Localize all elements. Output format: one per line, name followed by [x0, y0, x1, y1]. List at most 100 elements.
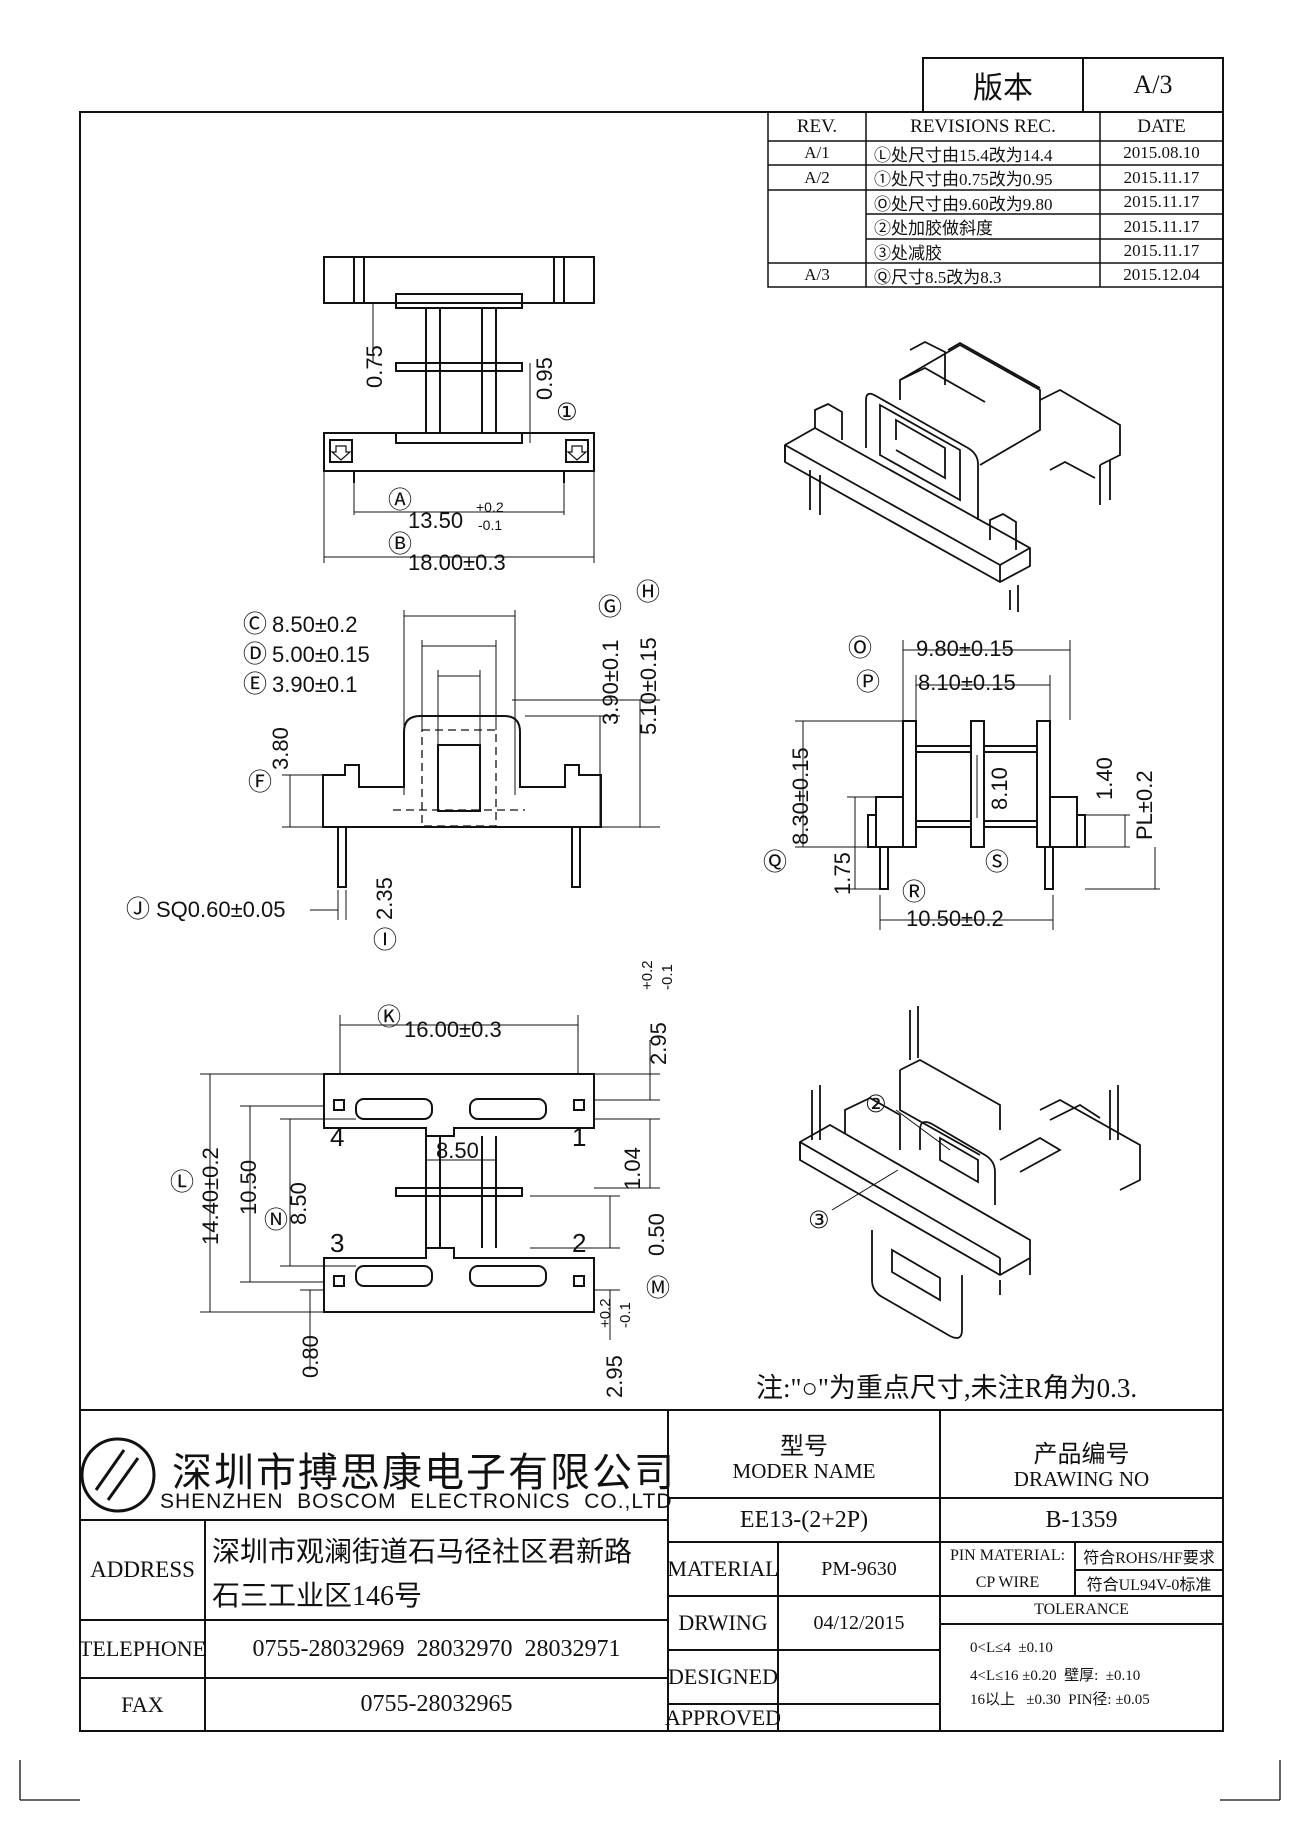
- side-view-drawing: [795, 640, 1160, 930]
- dim-2.35: 2.35: [372, 877, 397, 920]
- drawing-no-label-en: DRAWING NO: [1013, 1466, 1150, 1491]
- material-value: PM-9630: [821, 1557, 897, 1580]
- rev-row-6-rev: A/3: [804, 265, 830, 284]
- callout-D: Ⓓ: [243, 641, 267, 668]
- dim-16.00: 16.00±0.3: [404, 1017, 502, 1042]
- callout-H: Ⓗ: [636, 579, 660, 606]
- tolerance-label: TOLERANCE: [1034, 1601, 1129, 1618]
- rev-row-1-rev: A/1: [804, 143, 830, 162]
- isometric-view-top: [784, 340, 1121, 612]
- rev-row-3-date: 2015.11.17: [1123, 192, 1200, 211]
- designed-label: DESIGNED: [668, 1664, 778, 1689]
- title-block-grid: [80, 1409, 1223, 1731]
- rev-row-4-rev: [768, 214, 866, 239]
- pin-number-4: 4: [330, 1122, 344, 1152]
- dim-3.80: 3.80: [268, 727, 293, 770]
- callout-1: ①: [556, 399, 578, 426]
- callout-3: ③: [808, 1207, 830, 1234]
- dim-2.95-tol-up: +0.2: [639, 960, 656, 990]
- pin-material-label: PIN MATERIAL:: [949, 1547, 1066, 1564]
- rev-header-date: DATE: [1137, 115, 1186, 137]
- callout-L: Ⓛ: [170, 1169, 194, 1196]
- revisions-table-grid: [767, 111, 1224, 288]
- dim-8.50-b: 8.50: [286, 1182, 311, 1225]
- dim-2.95-b: 2.95: [602, 1355, 627, 1398]
- dim-2.95-b-tol-up: +0.2: [597, 1298, 614, 1328]
- dim-3.90-b: 3.90±0.1: [598, 640, 623, 725]
- dim-1.40: 1.40: [1092, 757, 1117, 800]
- callout-M: Ⓜ: [646, 1275, 670, 1302]
- callout-N: Ⓝ: [264, 1207, 288, 1234]
- dim-9.80: 9.80±0.15: [916, 636, 1014, 661]
- dim-0.95: 0.95: [532, 357, 557, 400]
- model-value: EE13-(2+2P): [739, 1506, 869, 1533]
- company-name-en: SHENZHEN BOSCOM ELECTRONICS CO.,LTD: [160, 1490, 673, 1513]
- callout-Q: Ⓠ: [763, 849, 787, 876]
- address-line-2: 石三工业区146号: [212, 1581, 423, 1612]
- version-value: A/3: [1133, 70, 1173, 99]
- rev-row-6-rec: Ⓠ尺寸8.5改为8.3: [874, 267, 1002, 287]
- callout-R: Ⓡ: [902, 879, 926, 906]
- dim-0.50: 0.50: [644, 1213, 669, 1256]
- dim-1.75: 1.75: [830, 852, 855, 895]
- callout-K: Ⓚ: [377, 1004, 401, 1031]
- dim-PL: PL±0.2: [1132, 770, 1157, 840]
- callout-O: Ⓞ: [848, 635, 872, 662]
- drawing-date-label: DRWING: [678, 1610, 768, 1635]
- company-name-cn: 深圳市搏思康电子有限公司: [172, 1450, 676, 1495]
- dim-8.10: 8.10±0.15: [918, 670, 1016, 695]
- dim-13.50: 13.50: [408, 508, 463, 533]
- model-label-en: MODER NAME: [732, 1458, 876, 1483]
- address-label: ADDRESS: [90, 1557, 195, 1582]
- address-line-1: 深圳市观澜街道石马径社区君新路: [212, 1537, 633, 1568]
- rev-header-rec: REVISIONS REC.: [910, 115, 1056, 137]
- rev-row-5-rev: [768, 239, 866, 263]
- dim-18.00: 18.00±0.3: [408, 550, 506, 575]
- fax-label: FAX: [121, 1691, 164, 1717]
- outer-frame: [79, 111, 1224, 1732]
- drawing-no-label-cn: 产品编号: [1033, 1441, 1130, 1468]
- pin-number-1: 1: [572, 1122, 586, 1152]
- rev-row-3-rec: Ⓞ处尺寸由9.60改为9.80: [874, 194, 1053, 214]
- drawing-note: 注:"○"为重点尺寸,未注R角为0.3.: [756, 1373, 1138, 1403]
- dim-13.50-tol-down: -0.1: [478, 517, 502, 533]
- top-view-drawing: [323, 256, 595, 563]
- isometric-view-bottom: [799, 1006, 1141, 1339]
- dim-sq0.60: SQ0.60±0.05: [156, 897, 286, 922]
- tolerance-line-3: 16以上 ±0.30 PIN径: ±0.05: [970, 1692, 1150, 1708]
- rev-header-rev: REV.: [796, 115, 838, 137]
- dim-2.95: 2.95: [646, 1022, 671, 1065]
- approved-label: APPROVED: [664, 1704, 782, 1730]
- rev-row-1-rec: Ⓛ处尺寸由15.4改为14.4: [874, 145, 1053, 165]
- rev-row-4-date: 2015.11.17: [1123, 216, 1200, 236]
- dim-0.80: 0.80: [298, 1335, 323, 1378]
- company-logo: [80, 1437, 156, 1513]
- fax-value: 0755-28032965: [360, 1691, 513, 1717]
- cp-wire-value: 符合UL94V-0标准: [1086, 1577, 1212, 1594]
- dim-2.95-b-tol-down: -0.1: [617, 1302, 634, 1328]
- callout-P: Ⓟ: [856, 669, 880, 696]
- rev-row-2-rev: A/2: [804, 167, 830, 187]
- dim-5.00: 5.00±0.15: [272, 642, 370, 667]
- rev-row-5-rec: ③处减胶: [874, 243, 942, 263]
- telephone-value: 0755-28032969 28032970 28032971: [252, 1635, 621, 1662]
- pin-material-value: 符合ROHS/HF要求: [1083, 1550, 1215, 1567]
- dim-2.95-tol-down: -0.1: [659, 964, 676, 990]
- dim-1.04: 1.04: [620, 1147, 645, 1190]
- dim-10.50: 10.50±0.2: [906, 906, 1004, 931]
- callout-J: Ⓙ: [126, 896, 150, 923]
- rev-row-5-date: 2015.11.17: [1123, 241, 1200, 260]
- rev-row-4-rec: ②处加胶做斜度: [874, 219, 993, 238]
- dim-8.10-b: 8.10: [987, 767, 1012, 810]
- callout-S: Ⓢ: [985, 849, 1009, 876]
- dim-0.75: 0.75: [362, 345, 387, 388]
- rev-row-2-date: 2015.11.17: [1123, 167, 1200, 187]
- callout-E: Ⓔ: [243, 671, 267, 698]
- dim-5.10: 5.10±0.15: [636, 637, 661, 735]
- crop-marks: [19, 1760, 1281, 1801]
- model-label-cn: 型号: [780, 1433, 828, 1460]
- front-view-drawing: [282, 610, 660, 920]
- rev-row-3-rev: [768, 190, 866, 214]
- telephone-label: TELEPHONE: [78, 1636, 207, 1661]
- rev-row-6-date: 2015.12.04: [1123, 265, 1200, 284]
